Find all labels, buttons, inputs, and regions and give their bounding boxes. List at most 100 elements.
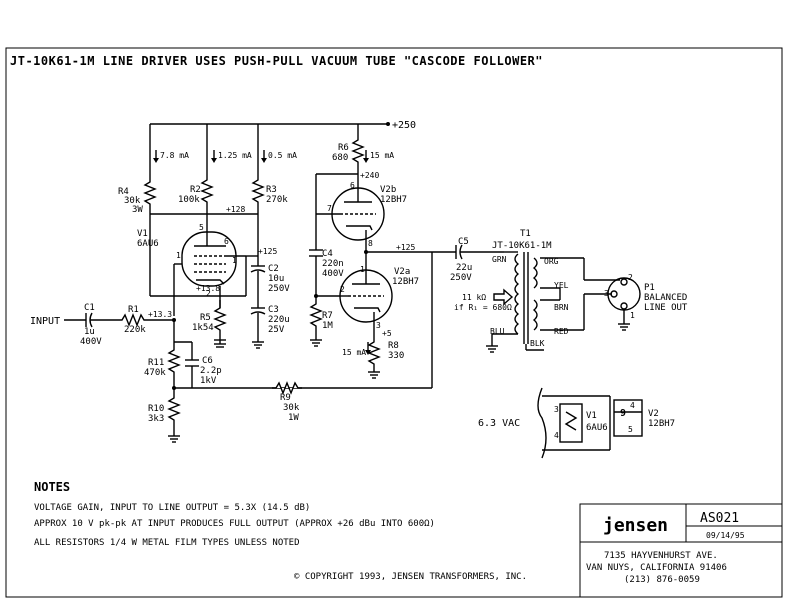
r1-value: 220k xyxy=(124,325,146,335)
r9-name: R9 xyxy=(280,393,291,403)
note-2: APPROX 10 V pk-pk AT INPUT PRODUCES FULL… xyxy=(34,519,435,529)
title-block: jensen AS021 09/14/95 7135 HAYVENHURST A… xyxy=(579,503,783,598)
heater-v1-pin-3: 3 xyxy=(554,405,559,414)
notes-block: NOTES VOLTAGE GAIN, INPUT TO LINE OUTPUT… xyxy=(34,480,527,582)
impedance-value: 11 kΩ xyxy=(462,293,486,302)
current-r8: 15 mA xyxy=(342,348,366,357)
r7-name: R7 xyxy=(322,311,333,321)
v2a-type: 12BH7 xyxy=(392,277,419,287)
tube-v2a: V2a 12BH7 1 2 3 +5 xyxy=(339,252,419,338)
c4-name: C4 xyxy=(322,249,333,259)
current-r2: 1.25 mA xyxy=(218,151,252,160)
r4-value: 30k xyxy=(124,196,141,206)
v2b-name: V2b xyxy=(380,185,396,195)
heater-v2-pin-4: 4 xyxy=(630,401,635,410)
r3-name: R3 xyxy=(266,185,277,195)
v2b-pin-6: 6 xyxy=(350,181,355,190)
capacitor-c5: C5 22u 250V xyxy=(432,237,504,283)
output-voltage: +125 xyxy=(396,243,415,252)
wire-grn: GRN xyxy=(492,255,507,264)
r6-name: R6 xyxy=(338,143,349,153)
c6-name: C6 xyxy=(202,356,213,366)
p1-pin-1: 1 xyxy=(630,311,635,320)
r10-name: R10 xyxy=(148,404,164,414)
notes-heading: NOTES xyxy=(34,480,70,494)
sheet-border xyxy=(5,47,783,598)
copyright: © COPYRIGHT 1993, JENSEN TRANSFORMERS, I… xyxy=(294,572,527,582)
address-line-2: VAN NUYS, CALIFORNIA 91406 xyxy=(586,563,727,573)
r2-name: R2 xyxy=(190,185,201,195)
r4-name: R4 xyxy=(118,187,129,197)
r9-rating: 1W xyxy=(288,413,299,423)
v2-wiring: C4 220n 400V R7 1M +125 xyxy=(309,173,433,388)
resistor-r3: R3 270k xyxy=(251,174,288,212)
c1-rating: 400V xyxy=(80,337,102,347)
current-r4: 7.8 mA xyxy=(160,151,189,160)
impedance-condition: if R₁ = 680Ω xyxy=(454,303,512,312)
v1-name: V1 xyxy=(137,229,148,239)
v1-wiring xyxy=(149,214,259,316)
t1-name: T1 xyxy=(520,229,531,239)
r11-name: R11 xyxy=(148,358,164,368)
p1-name: P1 xyxy=(644,283,655,293)
note-1: VOLTAGE GAIN, INPUT TO LINE OUTPUT = 5.3… xyxy=(34,503,310,513)
wire-blu: BLU xyxy=(490,327,505,336)
r7-value: 1M xyxy=(322,321,333,331)
v1-pin-6: 6 xyxy=(224,237,229,246)
jensen-logo: jensen xyxy=(603,515,668,536)
heater-v2-pin-5: 5 xyxy=(628,425,633,434)
v1-type: 6AU6 xyxy=(137,239,159,249)
wire-blk: BLK xyxy=(530,339,545,348)
r10-value: 3k3 xyxy=(148,414,164,424)
v2a-pin-2: 2 xyxy=(340,285,345,294)
p1-desc: LINE OUT xyxy=(644,303,688,313)
r5-value: 1k54 xyxy=(192,323,214,333)
address-line-3: (213) 876-0059 xyxy=(624,575,700,585)
c1-value: 1u xyxy=(84,327,95,337)
capacitor-c3: C3 220u 25V xyxy=(250,296,290,349)
r8-value: 330 xyxy=(388,351,404,361)
p1-pin-3: 3 xyxy=(604,289,609,298)
v1-pin-1b: 1 xyxy=(232,256,237,265)
resistor-r9: R9 30k 1W xyxy=(272,381,302,423)
r9-value: 30k xyxy=(283,403,300,413)
c1-name: C1 xyxy=(84,303,95,313)
supply-voltage-label: +250 xyxy=(392,120,416,131)
drawing-number: AS021 xyxy=(700,511,739,526)
c6-value: 2.2p xyxy=(200,366,222,376)
wire-org: ORG xyxy=(544,257,559,266)
v2a-pin-3: 3 xyxy=(376,321,381,330)
heater-v1-type: 6AU6 xyxy=(586,423,608,433)
v2b-plate-voltage: +240 xyxy=(360,171,379,180)
connector-p1: 2 3 1 P1 BALANCED LINE OUT xyxy=(604,273,688,331)
v2b-type: 12BH7 xyxy=(380,195,407,205)
v1-pin-1: 1 xyxy=(176,251,181,260)
c3-rating: 25V xyxy=(268,325,285,335)
c4-rating: 400V xyxy=(322,269,344,279)
input-stage: INPUT C1 1u 400V R1 220k +13.3 xyxy=(30,303,176,347)
current-r6: 15 mA xyxy=(370,151,394,160)
r8-name: R8 xyxy=(388,341,399,351)
v1-pin-5: 5 xyxy=(199,223,204,232)
r3-value: 270k xyxy=(266,195,288,205)
sheet-title: JT-10K61-1M LINE DRIVER USES PUSH-PULL V… xyxy=(10,54,543,68)
v2b-pin-8: 8 xyxy=(368,239,373,248)
heater-v2-name: V2 xyxy=(648,409,659,419)
v1-cathode-voltage: +13.8 xyxy=(196,284,220,293)
c2-rating: 250V xyxy=(268,284,290,294)
c4-value: 220n xyxy=(322,259,344,269)
c2-name: C2 xyxy=(268,264,279,274)
heater-v2-pin-9: 9 xyxy=(620,408,626,419)
heater-v2-type: 12BH7 xyxy=(648,419,675,429)
v2b-pin-7: 7 xyxy=(327,204,332,213)
c3-name: C3 xyxy=(268,305,279,315)
tube-v1: V1 6AU6 5 6 1 1 2 +128 +125 +13.8 xyxy=(137,205,277,298)
wire-brn: BRN xyxy=(554,303,569,312)
capacitor-c2: C2 10u 250V xyxy=(250,256,290,296)
wire-yel: YEL xyxy=(554,281,569,290)
v2a-pin-1: 1 xyxy=(360,265,365,274)
c5-value: 22u xyxy=(456,263,472,273)
resistor-r5: R5 1k54 xyxy=(192,300,227,348)
supply-rail: +250 xyxy=(149,120,416,174)
